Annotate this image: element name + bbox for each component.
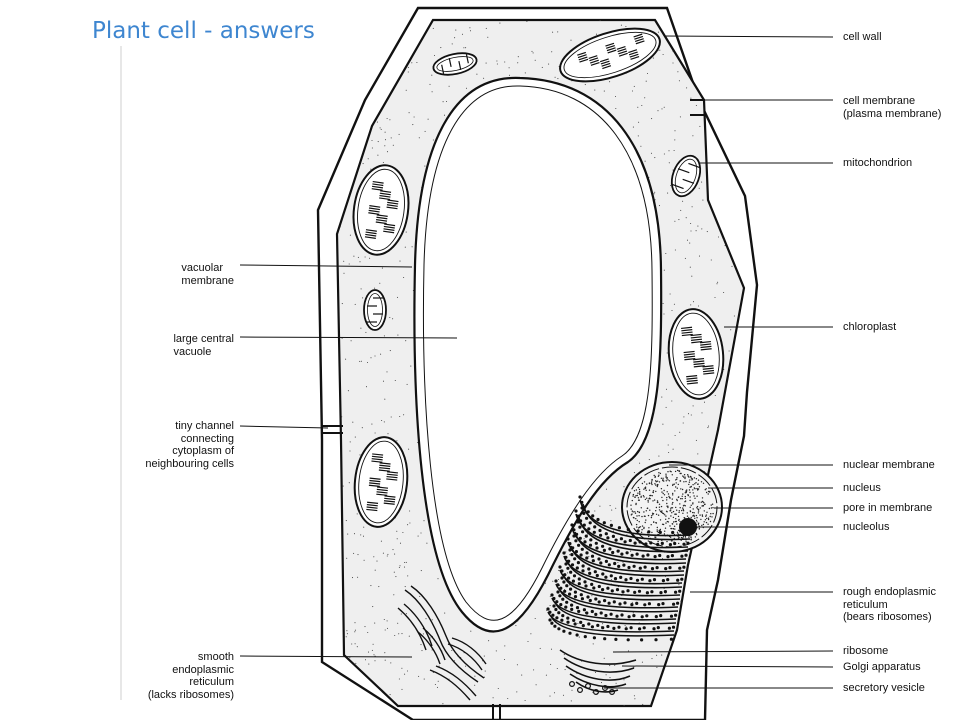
label-smooth-er: smooth endoplasmic reticulum (lacks ribo…: [147, 651, 234, 701]
label-tiny-channel: tiny channel connecting cytoplasm of nei…: [145, 420, 234, 470]
label-rough-er: rough endoplasmic reticulum (bears ribos…: [843, 586, 936, 623]
leader-lines: [239, 35, 834, 689]
label-cell-membrane: cell membrane (plasma membrane): [843, 95, 942, 120]
golgi-drawing: [559, 649, 637, 693]
label-golgi: Golgi apparatus: [843, 661, 921, 673]
label-cell-wall: cell wall: [843, 31, 882, 43]
label-ribosome: ribosome: [843, 645, 889, 657]
label-vacuolar-membrane: vacuolar membrane: [181, 262, 234, 287]
cell-wall-outline: [316, 6, 759, 720]
nuclear-membrane-outline: [621, 461, 723, 553]
label-pore-in-membrane: pore in membrane: [843, 502, 933, 514]
vacuolar-membrane-outline: [422, 85, 653, 621]
smooth-er-drawing: [397, 585, 487, 701]
label-nucleus: nucleus: [843, 482, 881, 494]
label-secretory-vesicle: secretory vesicle: [843, 682, 925, 694]
secretory-vesicles: [568, 680, 615, 695]
label-nucleolus: nucleolus: [843, 521, 890, 533]
ribosome-dots: [546, 495, 690, 642]
label-mitochondrion: mitochondrion: [843, 157, 913, 169]
page-title: Plant cell - answers: [92, 18, 315, 44]
label-chloroplast: chloroplast: [843, 321, 897, 333]
label-central-vacuole: large central vacuole: [173, 333, 234, 358]
large-central-vacuole: [413, 76, 663, 633]
nucleolus-body: [679, 518, 697, 536]
chromatin-granules: [630, 469, 714, 545]
mitochondria: [363, 52, 702, 331]
label-nuclear-membrane: nuclear membrane: [843, 459, 935, 471]
nucleus-group: [621, 461, 723, 553]
chloroplasts: [352, 27, 725, 528]
